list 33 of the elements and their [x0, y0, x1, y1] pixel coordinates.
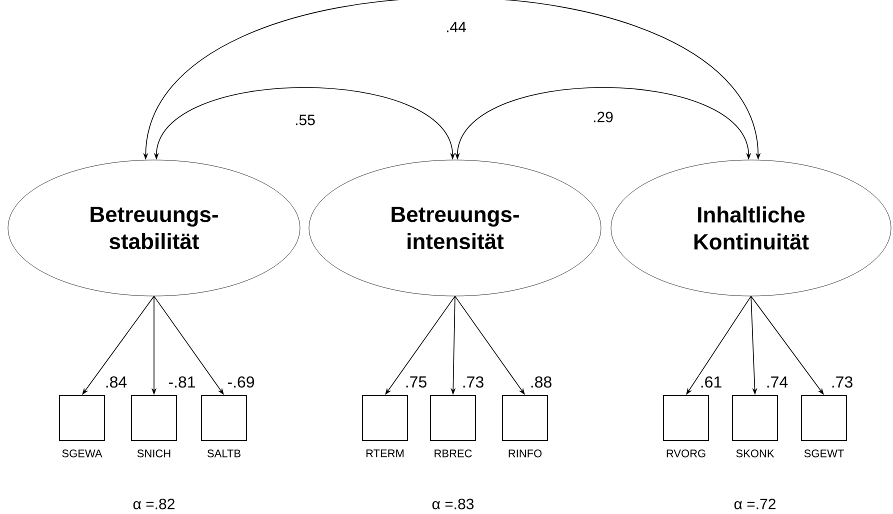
- edge-label: .75: [404, 375, 428, 389]
- node-label: RBREC: [434, 450, 472, 458]
- edge-label: .74: [764, 376, 790, 388]
- indicator-box: RTERM: [362, 395, 408, 458]
- node-label: RTERM: [366, 450, 404, 458]
- edge-label: .44: [444, 20, 468, 34]
- indicator-box: SGEWT: [801, 395, 847, 458]
- indicator-box: SKONK: [732, 395, 778, 458]
- edge-label: .73: [830, 375, 854, 389]
- edge-label: -.69: [226, 375, 256, 389]
- edge-label: .61: [698, 375, 724, 389]
- edge-label: .29: [592, 110, 614, 124]
- node-label: SKONK: [736, 450, 774, 458]
- reliability-label: α =.82: [133, 498, 174, 510]
- indicator-box: SALTB: [201, 395, 247, 458]
- indicator-box: RVORG: [663, 395, 709, 458]
- indicator-box: SGEWA: [59, 395, 105, 458]
- indicator-box: RBREC: [430, 395, 476, 458]
- node-label: RINFO: [508, 450, 542, 458]
- edge-label: .84: [104, 375, 128, 389]
- indicator-box: RINFO: [502, 395, 548, 458]
- node-label: RVORG: [666, 450, 706, 458]
- edge-label: .55: [294, 114, 316, 126]
- reliability-label: α =.83: [432, 498, 474, 510]
- node-label: SALTB: [207, 450, 240, 458]
- edge-label: .73: [460, 375, 486, 389]
- reliability-label: α =.72: [734, 498, 776, 510]
- indicator-box: SNICH: [131, 395, 177, 458]
- node-label: SGEWT: [804, 450, 844, 458]
- edge-label: -.81: [167, 375, 197, 389]
- node-label: SNICH: [137, 450, 170, 458]
- edge-label: .88: [528, 375, 554, 389]
- node-label: SGEWA: [62, 450, 102, 458]
